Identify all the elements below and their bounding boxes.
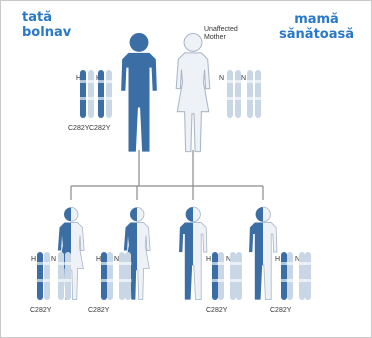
child4-figure (249, 207, 277, 300)
child3-figure (179, 207, 207, 300)
father-figure (121, 33, 157, 152)
pedigree-lines (71, 150, 263, 200)
child3-chromosomes (212, 252, 243, 300)
father-chromosomes (80, 70, 113, 118)
mother-figure (176, 33, 210, 151)
child1-chromosomes (37, 252, 72, 300)
mother-chromosomes (227, 70, 262, 118)
child4-chromosomes (281, 252, 312, 300)
child2-chromosomes (101, 252, 132, 300)
